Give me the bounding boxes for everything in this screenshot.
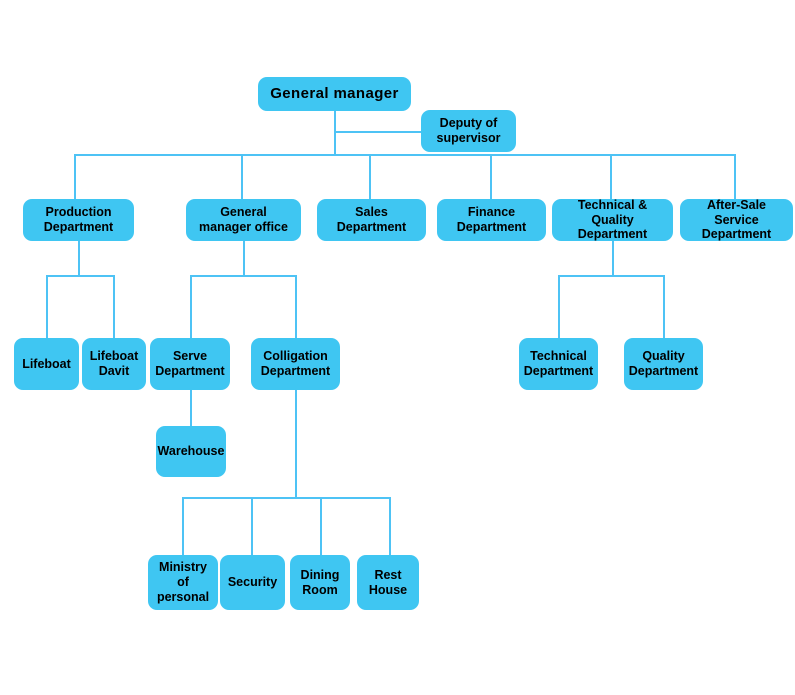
node-dining-room[interactable]: Dining Room	[290, 555, 350, 610]
connector-tq-stem	[612, 240, 614, 276]
connector-drop-lifeboat-davit	[113, 275, 115, 338]
node-serve-department[interactable]: Serve Department	[150, 338, 230, 390]
connector-drop-dining	[320, 497, 322, 555]
connector-level2-bus	[74, 154, 735, 156]
connector-drop-technical-quality	[610, 154, 612, 200]
node-rest-house[interactable]: Rest House	[357, 555, 419, 610]
node-finance-department[interactable]: Finance Department	[437, 199, 546, 241]
connector-drop-quality	[663, 275, 665, 338]
node-technical-quality-department[interactable]: Technical & Quality Department	[552, 198, 673, 241]
node-deputy-of-supervisor[interactable]: Deputy of supervisor	[421, 110, 516, 152]
connector-gm-office-bus	[190, 275, 297, 277]
connector-gm-office-stem	[243, 240, 245, 276]
connector-drop-colligation	[295, 275, 297, 338]
connector-drop-sales	[369, 154, 371, 200]
connector-drop-serve	[190, 275, 192, 338]
connector-drop-finance	[490, 154, 492, 200]
connector-drop-ministry	[182, 497, 184, 555]
node-warehouse[interactable]: Warehouse	[156, 426, 226, 477]
node-production-department[interactable]: Production Department	[23, 199, 134, 241]
node-lifeboat-davit[interactable]: Lifeboat Davit	[82, 338, 146, 390]
node-general-manager[interactable]: General manager	[258, 77, 411, 111]
node-technical-department[interactable]: Technical Department	[519, 338, 598, 390]
connector-production-bus	[46, 275, 114, 277]
node-after-sale-service-department[interactable]: After-Sale Service Department	[680, 198, 793, 241]
connector-drop-security	[251, 497, 253, 555]
node-colligation-department[interactable]: Colligation Department	[251, 338, 340, 390]
connector-drop-rest-house	[389, 497, 391, 555]
connector-bottom-bus	[182, 497, 390, 499]
node-lifeboat[interactable]: Lifeboat	[14, 338, 79, 390]
node-ministry-of-personal[interactable]: Ministry of personal	[148, 555, 218, 610]
connector-colligation-stem	[295, 389, 297, 498]
connector-tq-bus	[558, 275, 664, 277]
connector-drop-after-sale	[734, 154, 736, 200]
connector-drop-lifeboat	[46, 275, 48, 338]
node-security[interactable]: Security	[220, 555, 285, 610]
connector-serve-to-warehouse	[190, 389, 192, 426]
node-sales-department[interactable]: Sales Department	[317, 199, 426, 241]
node-general-manager-office[interactable]: General manager office	[186, 199, 301, 241]
connector-drop-technical	[558, 275, 560, 338]
connector-drop-production	[74, 154, 76, 200]
node-quality-department[interactable]: Quality Department	[624, 338, 703, 390]
connector-drop-gm-office	[241, 154, 243, 200]
connector-root-to-deputy	[335, 131, 422, 133]
connector-production-stem	[78, 240, 80, 276]
